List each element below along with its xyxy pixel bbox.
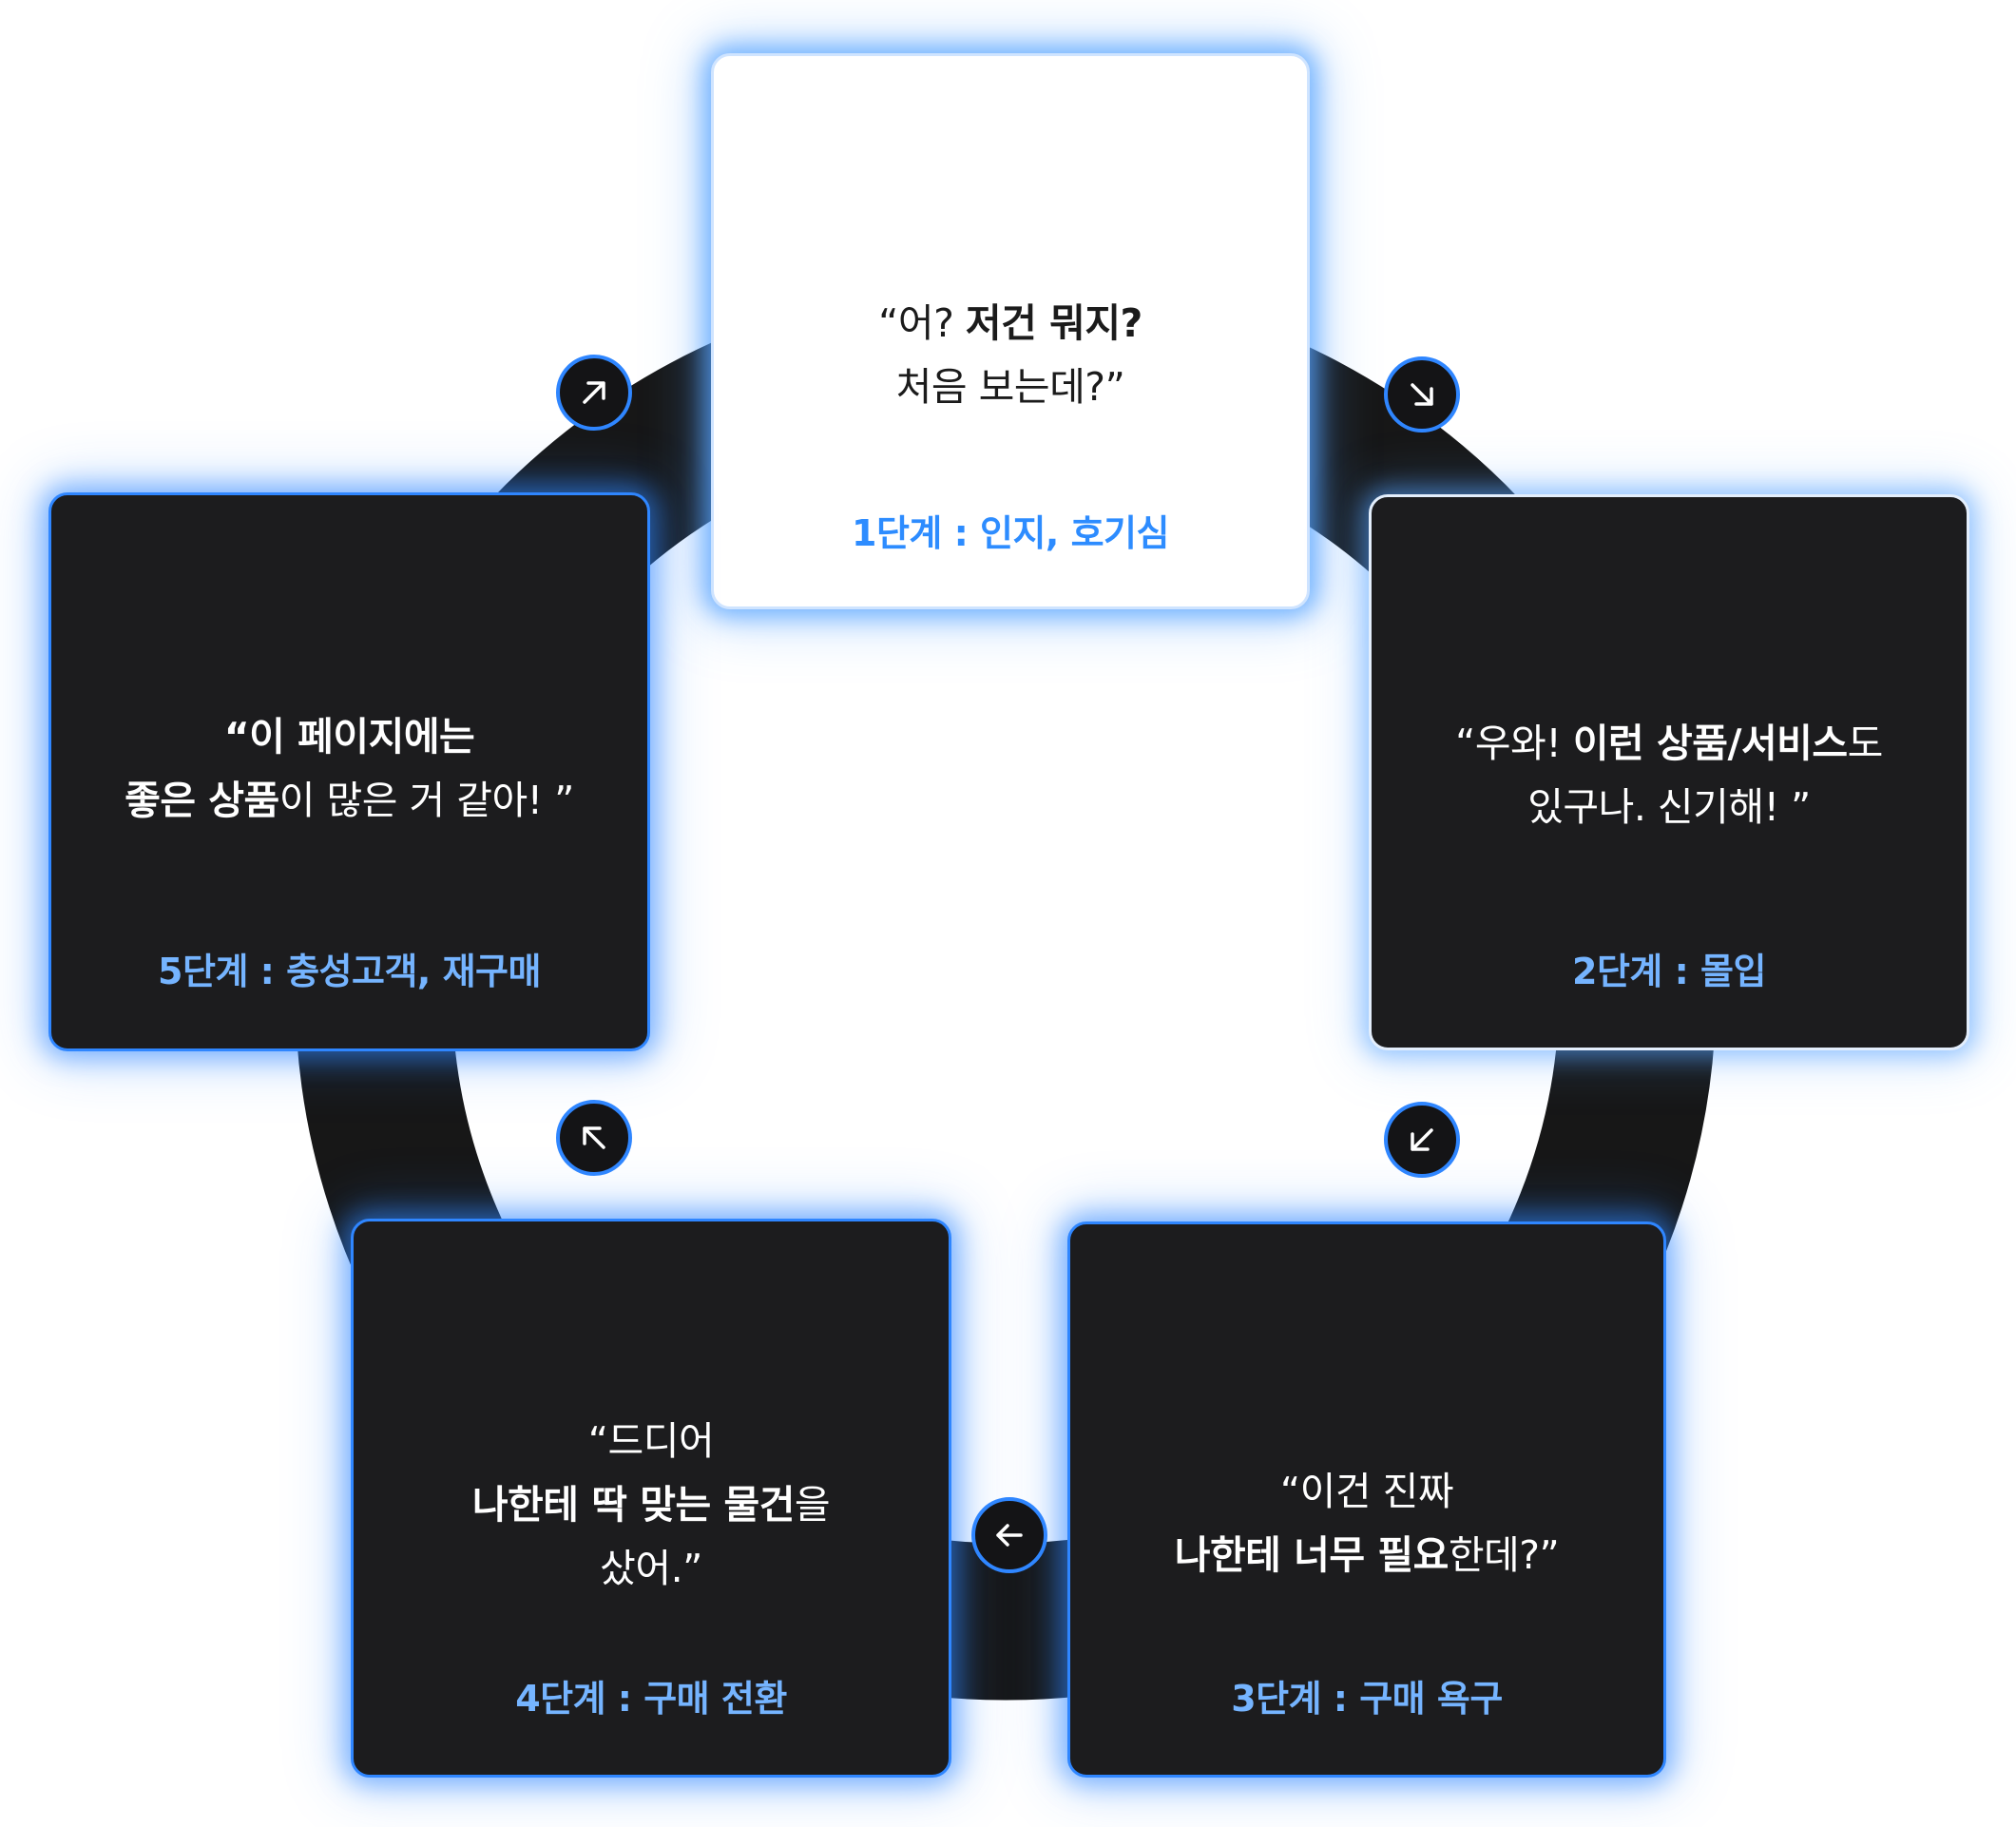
arrow-up-left-icon <box>556 1100 632 1176</box>
quote-emphasis: 나한테 너무 필요 <box>1174 1532 1450 1578</box>
stage-5-card: “이 페이지에는 좋은 상품이 많은 거 같아! ” 5단계 : 충성고객, 재… <box>48 492 650 1051</box>
stage-2-card: “우와! 이런 상품/서비스도 있구나. 신기해! ” 2단계 : 몰입 <box>1369 494 1969 1050</box>
stage-4-label: 4단계 : 구매 전환 <box>515 1678 787 1720</box>
arrow-down-left-icon <box>1384 1102 1460 1178</box>
stage-2-quote: “우와! 이런 상품/서비스도 있구나. 신기해! ” <box>1372 712 1967 839</box>
quote-text: “드디어 <box>587 1418 715 1464</box>
quote-text: 처음 보는데?” <box>895 364 1125 410</box>
stage-3-label: 3단계 : 구매 욕구 <box>1231 1678 1503 1720</box>
stage-1-label: 1단계 : 인지, 호기심 <box>852 512 1169 554</box>
quote-text: “이건 진짜 <box>1279 1469 1454 1514</box>
quote-text: 을 <box>794 1482 831 1528</box>
stage-5-label: 5단계 : 충성고객, 재구매 <box>158 951 541 992</box>
quote-emphasis: 저건 뭐지? <box>965 300 1142 346</box>
arrow-left-icon <box>971 1497 1047 1573</box>
stage-5-quote: “이 페이지에는 좋은 상품이 많은 거 같아! ” <box>51 705 647 833</box>
arrow-up-right-icon <box>556 355 632 431</box>
arrow-down-right-icon <box>1384 356 1460 433</box>
stage-3-quote: “이건 진짜 나한테 너무 필요한데?” <box>1070 1460 1663 1587</box>
stage-4-quote: “드디어 나한테 딱 맞는 물건을 샀어.” <box>354 1410 949 1601</box>
quote-text: 한데?” <box>1448 1532 1560 1578</box>
stage-2-label: 2단계 : 몰입 <box>1572 951 1766 992</box>
stage-4-card: “드디어 나한테 딱 맞는 물건을 샀어.” 4단계 : 구매 전환 <box>351 1219 951 1778</box>
stage-1-card: “어? 저건 뭐지? 처음 보는데?” 1단계 : 인지, 호기심 <box>711 53 1310 609</box>
quote-emphasis: 좋은 상품 <box>125 778 279 823</box>
quote-text: 있구나. 신기해! ” <box>1527 784 1811 830</box>
stage-1-quote: “어? 저건 뭐지? 처음 보는데?” <box>714 292 1307 419</box>
quote-text: 도 <box>1847 721 1884 766</box>
stage-3-card: “이건 진짜 나한테 너무 필요한데?” 3단계 : 구매 욕구 <box>1067 1221 1666 1778</box>
quote-text: “우와! <box>1455 721 1573 766</box>
quote-emphasis: “이 페이지에는 <box>223 714 475 760</box>
quote-emphasis: 나한테 딱 맞는 물건 <box>471 1482 796 1528</box>
quote-emphasis: 이런 상품/서비스 <box>1572 721 1848 766</box>
quote-text: 이 많은 거 같아! ” <box>278 778 575 823</box>
quote-text: “어? <box>878 300 966 346</box>
quote-text: 샀어.” <box>600 1546 702 1591</box>
